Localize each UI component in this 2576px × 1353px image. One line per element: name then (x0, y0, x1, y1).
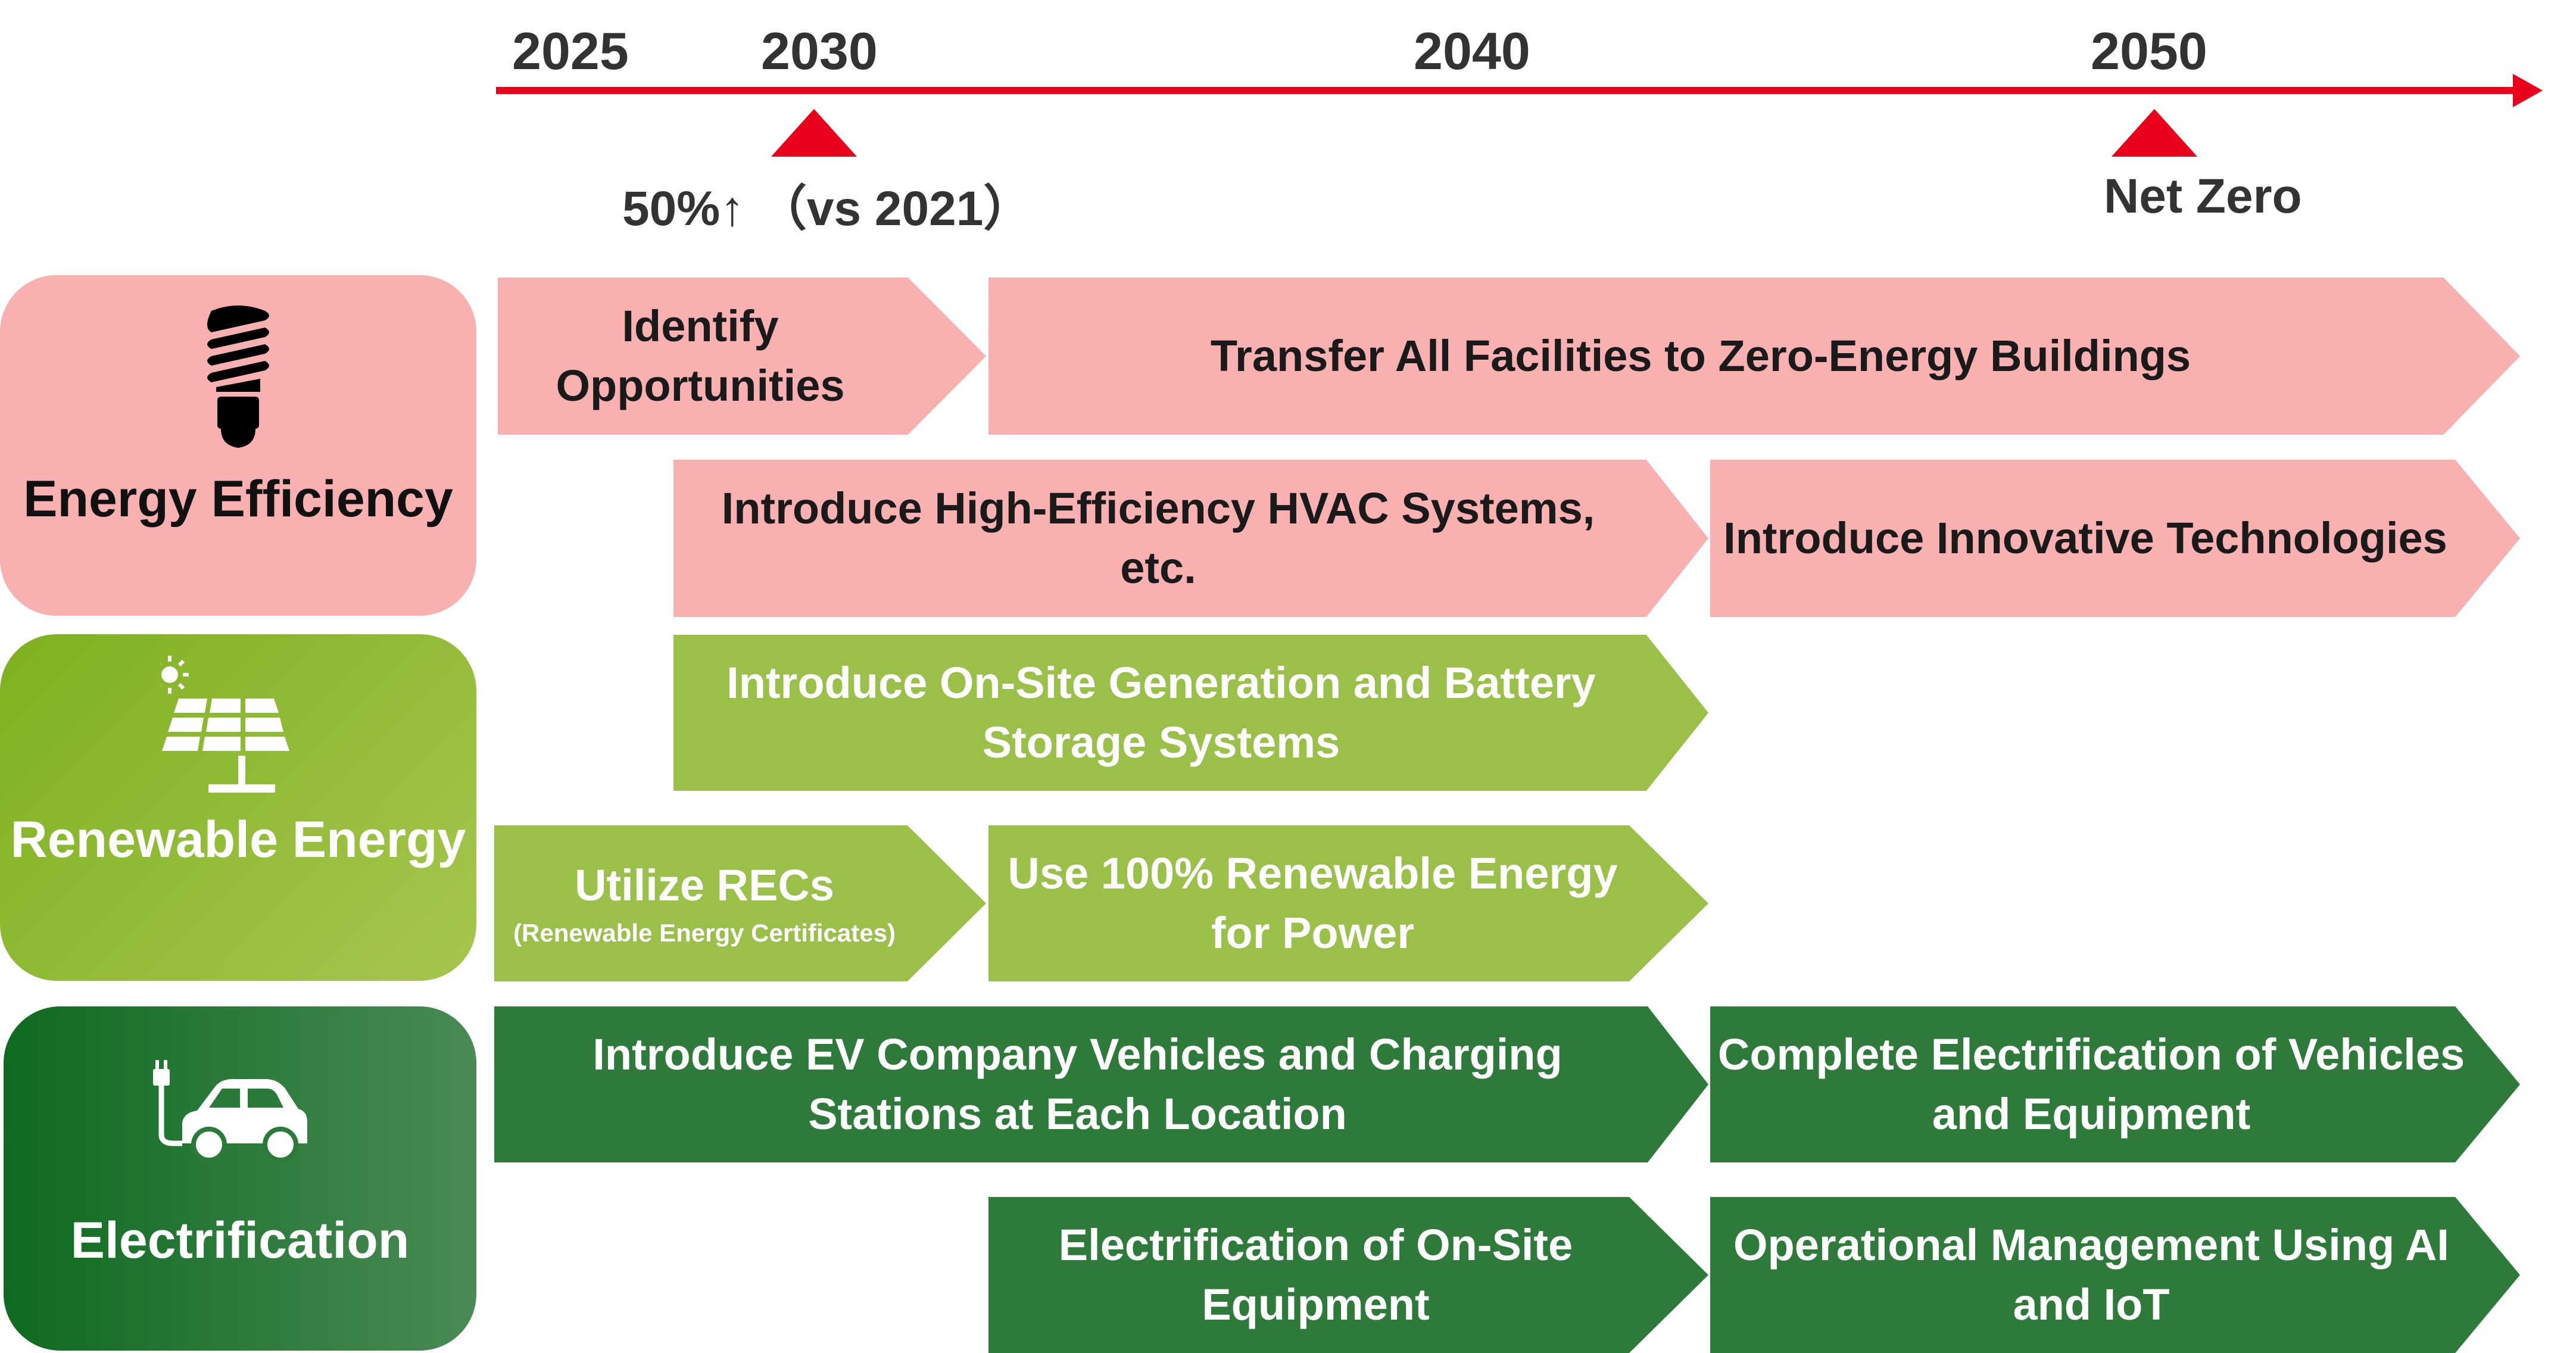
arrow-complete-electrification: Complete Electrification of Vehicles and… (1710, 1006, 2520, 1162)
recs-subtitle: (Renewable Energy Certificates) (513, 919, 896, 947)
arrow-zero-energy-buildings: Transfer All Facilities to Zero-Energy B… (988, 278, 2520, 435)
category-energy-efficiency: Energy Efficiency (0, 275, 476, 616)
category-label-energy-efficiency: Energy Efficiency (23, 470, 453, 528)
arrow-innovative-technologies: Introduce Innovative Technologies (1710, 460, 2520, 617)
category-label-renewable-energy: Renewable Energy (10, 811, 466, 868)
milestone-2030: 50%↑ （vs 2021） (622, 182, 1033, 236)
category-electrification: Electrification (4, 1006, 476, 1351)
arrow-hvac-systems: Introduce High-Efficiency HVAC Systems, … (673, 460, 1708, 617)
category-renewable-energy: Renewable Energy (0, 634, 476, 981)
arrow-onsite-equipment: Electrification of On-Site Equipment (988, 1197, 1708, 1353)
arrow-identify-opportunities: Identify Opportunities (498, 278, 986, 435)
arrow-onsite-generation: Introduce On-Site Generation and Battery… (673, 635, 1708, 791)
marker-2030-icon (771, 109, 857, 157)
timeline-arrowhead-icon (2513, 74, 2543, 107)
arrow-ev-vehicles: Introduce EV Company Vehicles and Chargi… (494, 1006, 1708, 1162)
year-2040: 2040 (1414, 21, 1530, 80)
year-2030: 2030 (761, 21, 878, 80)
marker-2050-icon (2112, 109, 2197, 157)
timeline-line (496, 87, 2522, 94)
milestone-2050: Net Zero (2104, 169, 2302, 223)
year-2050: 2050 (2091, 21, 2207, 80)
year-2025: 2025 (512, 21, 629, 80)
arrow-utilize-recs: Utilize RECs(Renewable Energy Certificat… (494, 825, 986, 981)
electric-car-icon (153, 1060, 307, 1162)
light-bulb-icon (207, 305, 269, 448)
solar-panel-icon (161, 656, 289, 793)
category-label-electrification: Electrification (70, 1212, 410, 1269)
arrow-ai-iot: Operational Management Using AI and IoT (1710, 1197, 2520, 1353)
arrow-renewable-100: Use 100% Renewable Energy for Power (988, 825, 1708, 981)
